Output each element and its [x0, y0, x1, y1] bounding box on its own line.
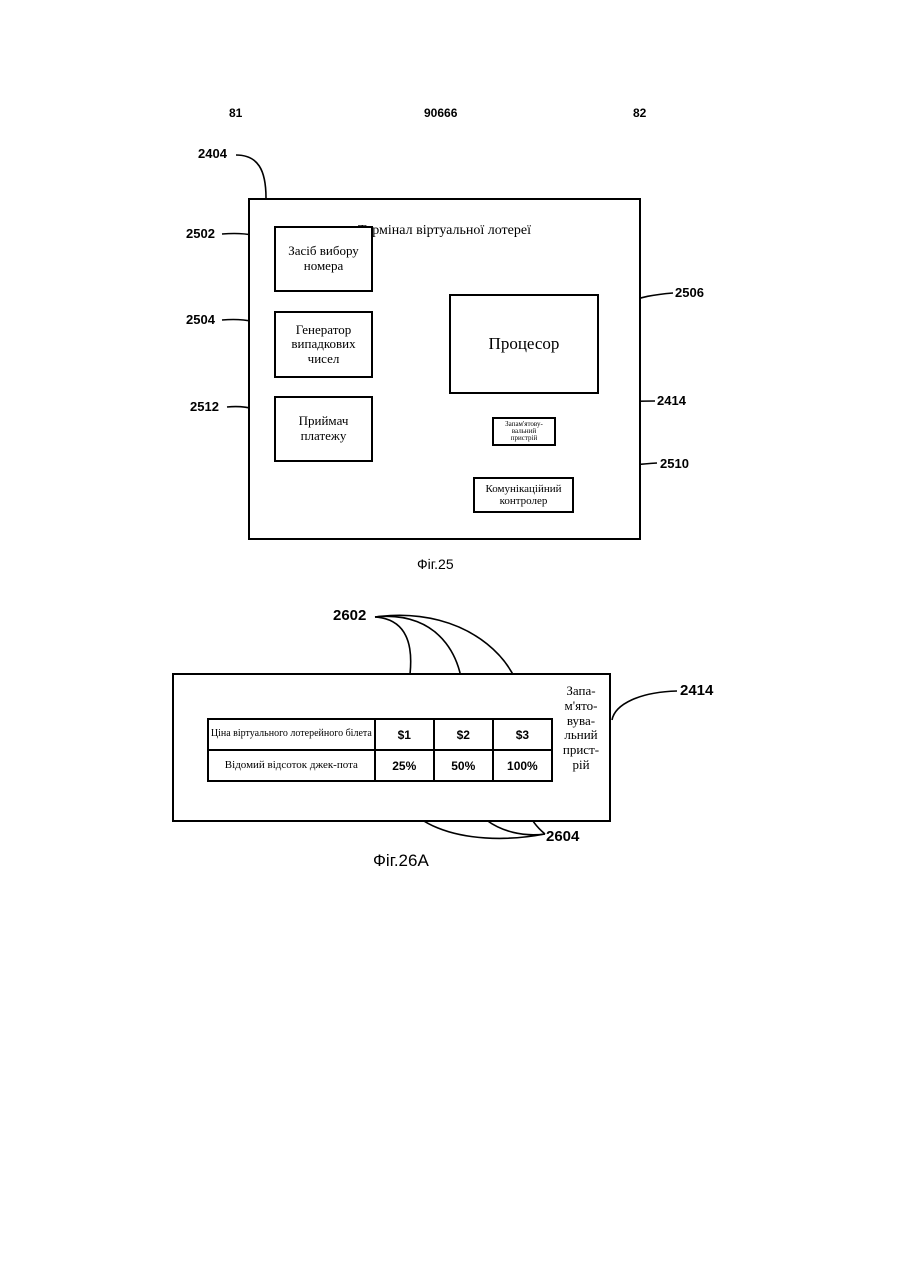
price-cell-3: $3: [493, 719, 552, 750]
percent-cell-1: 25%: [375, 750, 434, 781]
price-row-label: Ціна віртуального лотерейного білета: [208, 719, 375, 750]
memory-device-label: Запа- м'ято- вува- льний прист- рій: [556, 684, 606, 773]
ref-2512: 2512: [190, 399, 219, 414]
processor-box: Процесор: [449, 294, 599, 394]
price-cell-1: $1: [375, 719, 434, 750]
ref-2604: 2604: [546, 828, 579, 845]
ref-2504: 2504: [186, 312, 215, 327]
figure-25-caption: Фіг.25: [417, 556, 454, 572]
price-cell-2: $2: [434, 719, 493, 750]
payment-receiver-box: Приймач платежу: [274, 396, 373, 462]
table-row: Відомий відсоток джек-пота 25% 50% 100%: [208, 750, 552, 781]
ref-2506: 2506: [675, 285, 704, 300]
percent-row-label: Відомий відсоток джек-пота: [208, 750, 375, 781]
communication-controller-box: Комунікаційний контролер: [473, 477, 574, 513]
percent-cell-3: 100%: [493, 750, 552, 781]
memory-device-box: Запам'ятову- вальний пристрій: [492, 417, 556, 446]
ref-2414: 2414: [657, 393, 686, 408]
table-row: Ціна віртуального лотерейного білета $1 …: [208, 719, 552, 750]
leader-2404: [236, 155, 266, 198]
figure-26a-caption: Фіг.26А: [373, 851, 429, 871]
ref-2602: 2602: [333, 607, 366, 624]
ref-2502: 2502: [186, 226, 215, 241]
percent-cell-2: 50%: [434, 750, 493, 781]
ref-2414-fig26: 2414: [680, 682, 713, 699]
ref-2404: 2404: [198, 146, 227, 161]
random-number-generator-box: Генератор випадкових чисел: [274, 311, 373, 378]
number-selector-box: Засіб вибору номера: [274, 226, 373, 292]
right-page-number: 82: [633, 106, 646, 120]
leader-2414-fig26: [612, 691, 677, 720]
ref-2510: 2510: [660, 456, 689, 471]
document-number: 90666: [424, 106, 457, 120]
left-page-number: 81: [229, 106, 242, 120]
jackpot-table: Ціна віртуального лотерейного білета $1 …: [207, 718, 553, 782]
